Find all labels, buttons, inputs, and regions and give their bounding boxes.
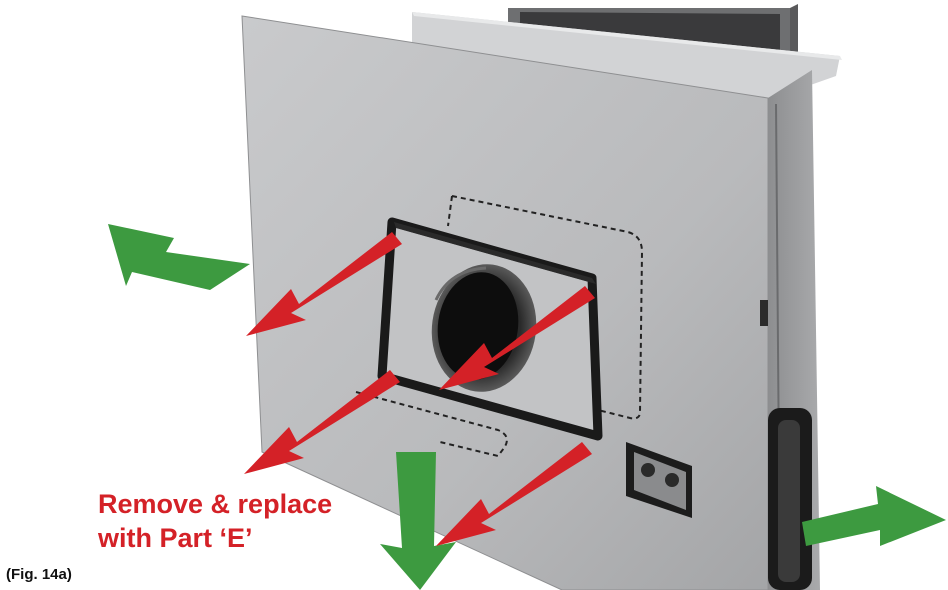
green-arrow-right <box>802 486 946 546</box>
socket-left <box>641 463 655 477</box>
green-arrow-left <box>108 224 250 290</box>
side-latch <box>760 300 768 326</box>
bottom-grille <box>768 408 812 590</box>
figure-label: (Fig. 14a) <box>6 566 72 583</box>
arrow-green-icon <box>108 224 250 290</box>
socket-right <box>665 473 679 487</box>
instruction-line-2: with Part ‘E’ <box>98 521 378 555</box>
instruction-line-1: Remove & replace <box>98 487 378 521</box>
removal-instruction: Remove & replace with Part ‘E’ <box>98 487 378 555</box>
arrow-green-icon <box>802 486 946 546</box>
